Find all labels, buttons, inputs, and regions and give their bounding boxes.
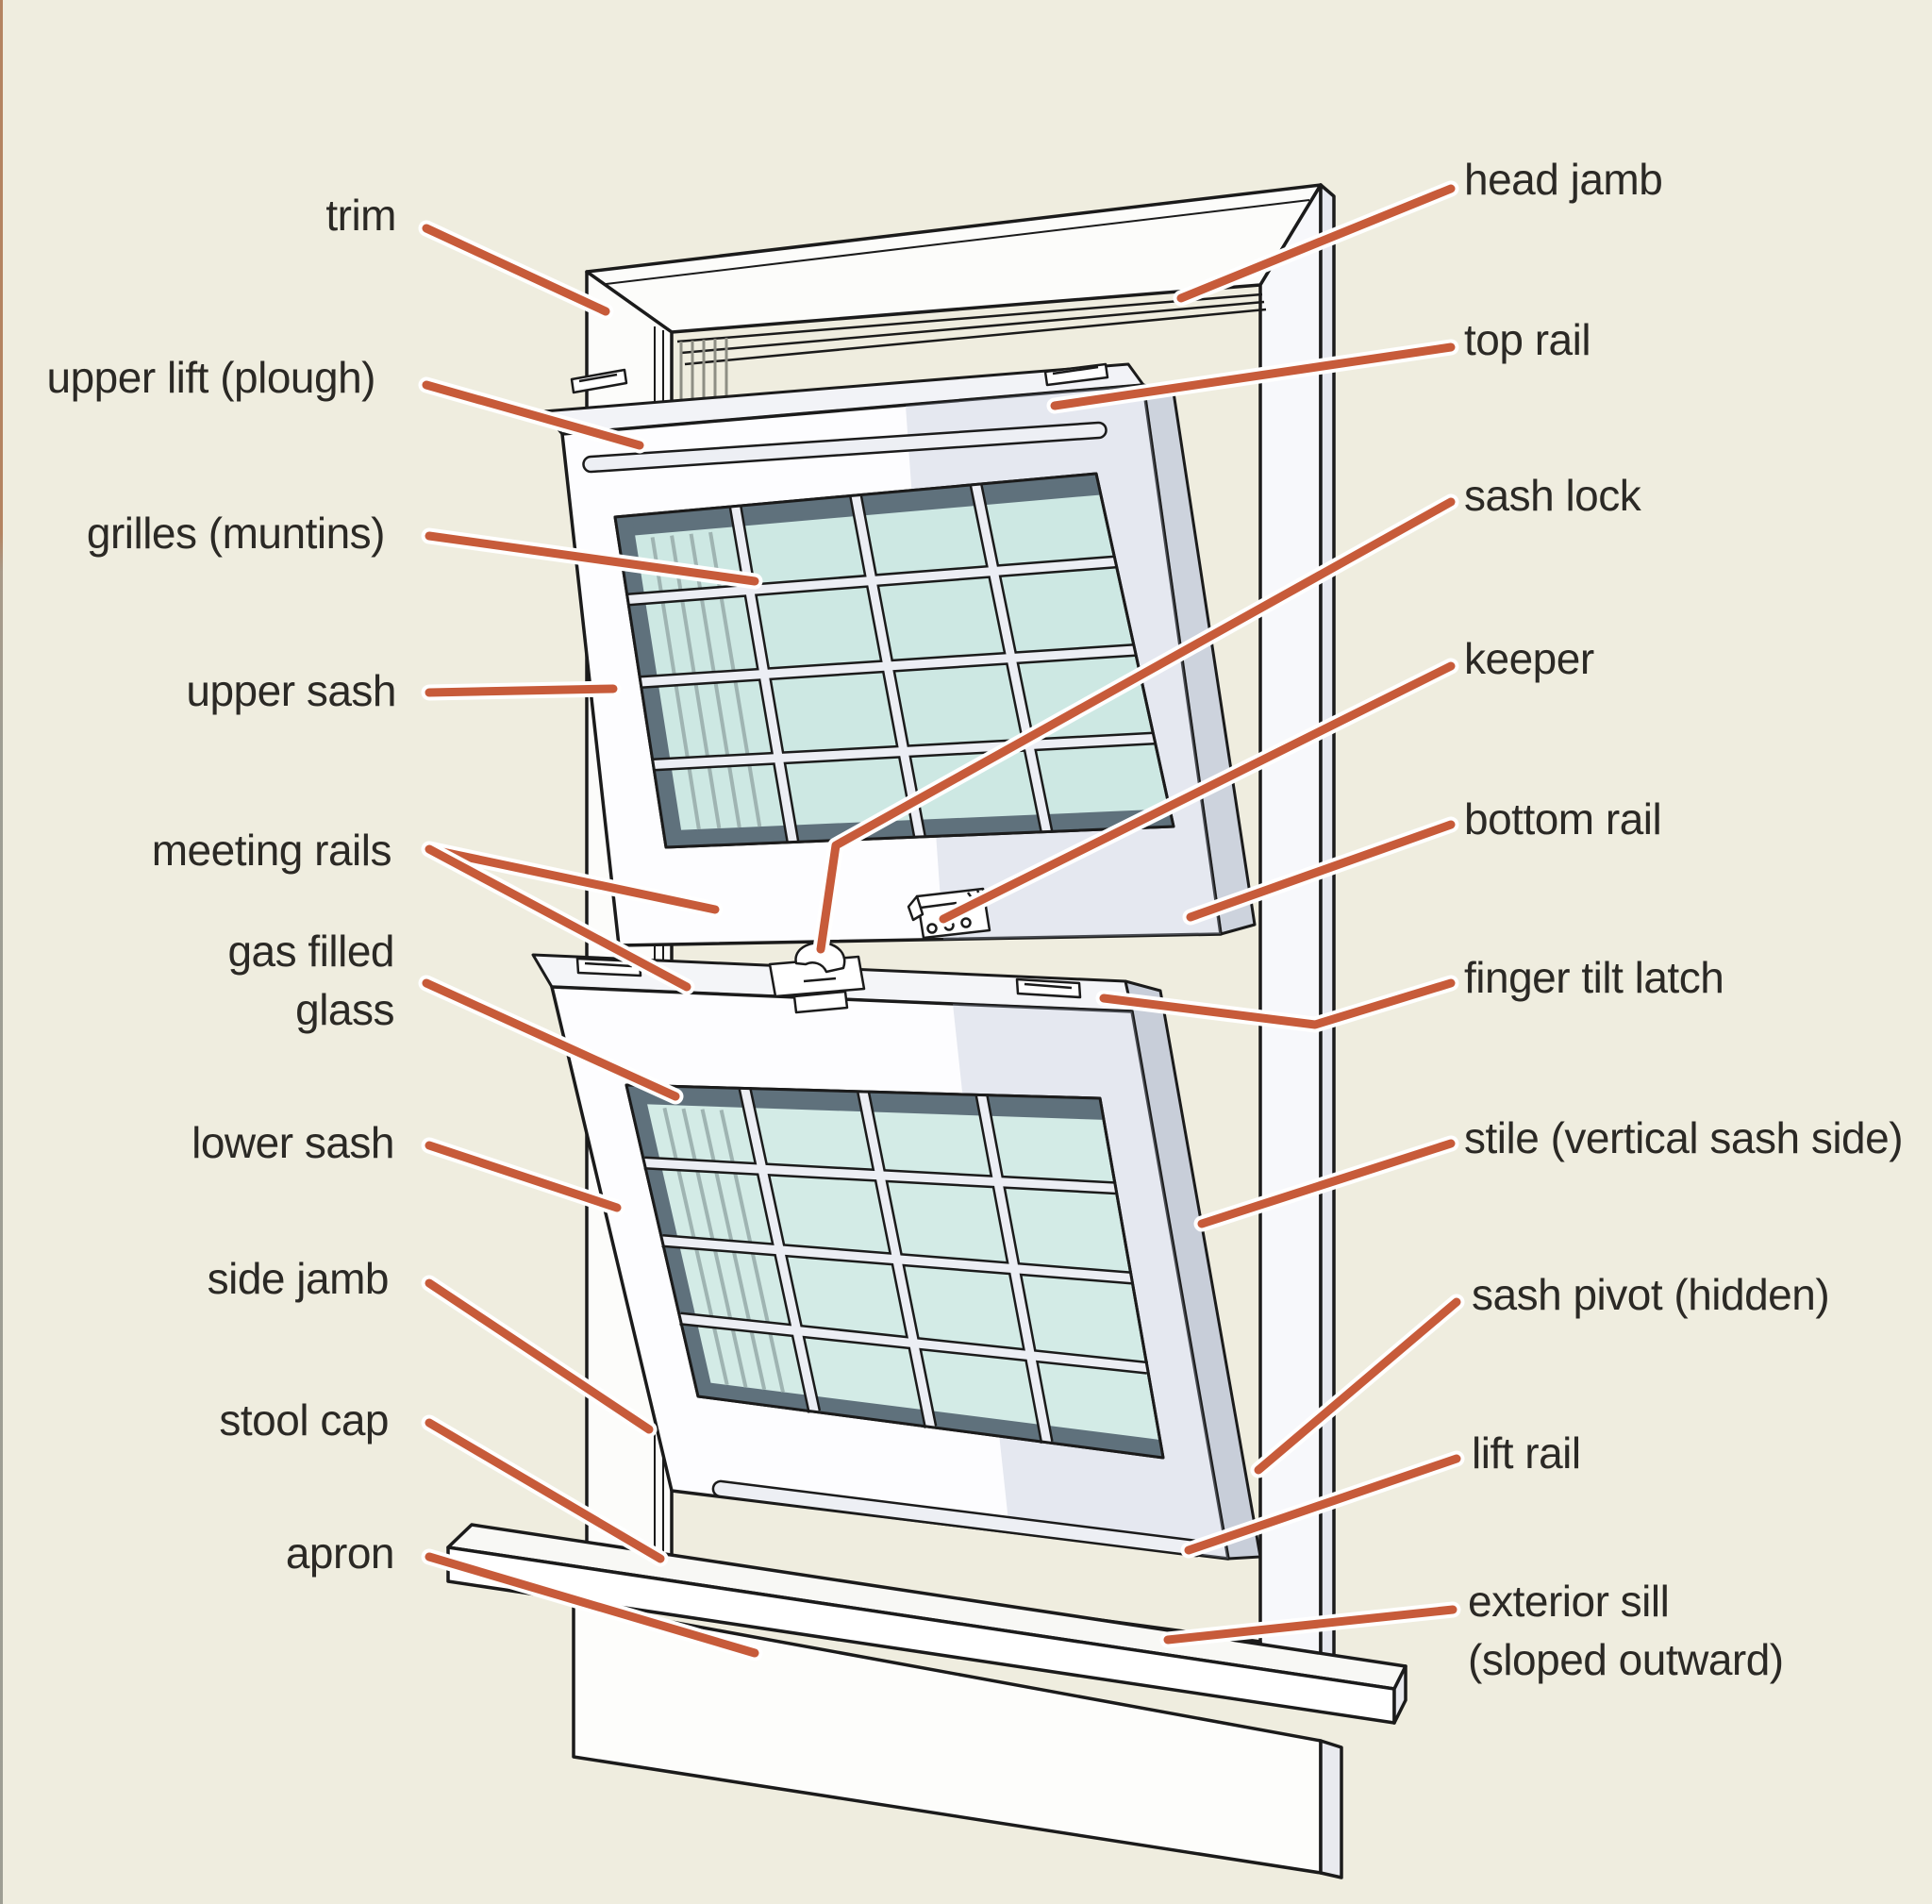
leader-upper-lift <box>422 380 644 450</box>
muntin-bar <box>653 734 1155 769</box>
label-sash-pivot-line1: sash pivot (hidden) <box>1472 1270 1830 1319</box>
leader-apron <box>425 1552 759 1658</box>
stool-cap-end-face <box>1392 1664 1407 1725</box>
leader-bottom-rail <box>1186 820 1456 922</box>
head-jamb-tracks <box>676 292 1267 366</box>
leader-gas-filled-glass <box>422 978 680 1101</box>
label-sash-lock-line1: sash lock <box>1464 471 1641 520</box>
upper-lift-plough-groove <box>582 421 1108 474</box>
label-sash-pivot: sash pivot (hidden) <box>1472 1265 1830 1324</box>
leader-meeting-rails-2 <box>425 844 691 992</box>
leader-upper-sash <box>425 684 618 697</box>
label-stile: stile (vertical sash side) <box>1464 1109 1904 1167</box>
label-head-jamb-line1: head jamb <box>1464 155 1663 204</box>
muntin-bar <box>643 1159 1116 1193</box>
label-lower-sash: lower sash <box>192 1113 394 1172</box>
label-upper-lift: upper lift (plough) <box>46 348 376 407</box>
label-upper-sash: upper sash <box>186 661 396 720</box>
label-apron-line1: apron <box>285 1528 395 1578</box>
label-lift-rail-line1: lift rail <box>1472 1428 1581 1478</box>
leader-sash-pivot <box>1254 1297 1461 1475</box>
upper-sash <box>541 362 1257 947</box>
label-bottom-rail: bottom rail <box>1464 790 1662 848</box>
label-gas-filled-glass-line1: gas filled <box>227 927 394 976</box>
finger-tilt-latch-lower-left <box>575 957 642 977</box>
label-trim-line1: trim <box>325 191 396 240</box>
label-gas-filled-glass: gas filled glass <box>227 922 394 1039</box>
upper-sash-glass <box>613 472 1175 849</box>
label-side-jamb-line1: side jamb <box>207 1254 390 1303</box>
leader-exterior-sill <box>1163 1605 1457 1645</box>
label-top-rail-line1: top rail <box>1464 315 1591 364</box>
label-trim: trim <box>325 186 396 244</box>
leader-top-rail <box>1050 342 1456 410</box>
label-exterior-sill-line1: exterior sill <box>1468 1577 1670 1626</box>
label-grilles-line1: grilles (muntins) <box>86 509 386 558</box>
label-keeper: keeper <box>1464 629 1594 688</box>
label-meeting-rails: meeting rails <box>151 821 392 879</box>
label-upper-sash-line1: upper sash <box>186 666 396 715</box>
leader-stool-cap <box>425 1418 665 1563</box>
label-meeting-rails-line1: meeting rails <box>151 826 392 875</box>
finger-tilt-latch-lower-right <box>1015 977 1082 999</box>
muntin-bar <box>661 1236 1132 1282</box>
leader-finger-tilt-latch <box>1099 978 1456 1029</box>
glass-outline <box>613 472 1175 849</box>
finger-tilt-latch-upper-left <box>570 368 628 394</box>
lower-sash <box>531 941 1262 1561</box>
label-stool-cap-line1: stool cap <box>219 1395 389 1445</box>
right-jamb-return <box>1319 183 1336 1685</box>
glass-outline <box>625 1083 1165 1460</box>
label-upper-lift-line1: upper lift (plough) <box>46 353 376 402</box>
leader-keeper <box>939 661 1456 924</box>
label-lower-sash-line1: lower sash <box>192 1118 394 1167</box>
label-head-jamb: head jamb <box>1464 150 1663 209</box>
label-exterior-sill: exterior sill (sloped outward) <box>1468 1572 1784 1689</box>
leader-lift-rail <box>1184 1454 1461 1555</box>
label-apron: apron <box>285 1524 395 1582</box>
leader-head-jamb <box>1176 184 1456 303</box>
label-stool-cap: stool cap <box>219 1391 389 1449</box>
lower-sash-glass <box>625 1083 1165 1460</box>
muntin-bar <box>640 645 1136 687</box>
label-finger-tilt-latch-line1: finger tilt latch <box>1464 953 1724 1002</box>
page-edge-artifact <box>0 0 3 1904</box>
label-exterior-sill-line2: (sloped outward) <box>1468 1635 1784 1684</box>
label-bottom-rail-line1: bottom rail <box>1464 794 1662 843</box>
label-stile-line1: stile (vertical sash side) <box>1464 1113 1904 1162</box>
stool-cap <box>446 1523 1407 1725</box>
leader-grilles <box>425 531 759 586</box>
leader-lower-sash <box>425 1141 622 1212</box>
finger-tilt-latch-upper-right <box>1043 362 1109 387</box>
leader-trim <box>422 224 610 316</box>
label-keeper-line1: keeper <box>1464 634 1594 683</box>
label-side-jamb: side jamb <box>207 1249 390 1308</box>
label-sash-lock: sash lock <box>1464 466 1641 525</box>
trim-head-casing <box>585 183 1323 334</box>
leader-sash-lock <box>816 497 1456 954</box>
label-top-rail: top rail <box>1464 310 1591 369</box>
leader-stile <box>1197 1139 1456 1228</box>
muntin-bar <box>627 558 1116 604</box>
label-finger-tilt-latch: finger tilt latch <box>1464 948 1724 1007</box>
leader-lines <box>418 180 1465 1662</box>
label-lift-rail: lift rail <box>1472 1424 1581 1482</box>
leader-meeting-rails <box>425 844 720 914</box>
label-gas-filled-glass-line2: glass <box>295 985 394 1034</box>
label-grilles: grilles (muntins) <box>86 504 386 562</box>
muntin-bar <box>679 1314 1148 1373</box>
leader-side-jamb <box>425 1278 654 1434</box>
sash-lock <box>768 941 866 1014</box>
apron <box>572 1602 1343 1879</box>
